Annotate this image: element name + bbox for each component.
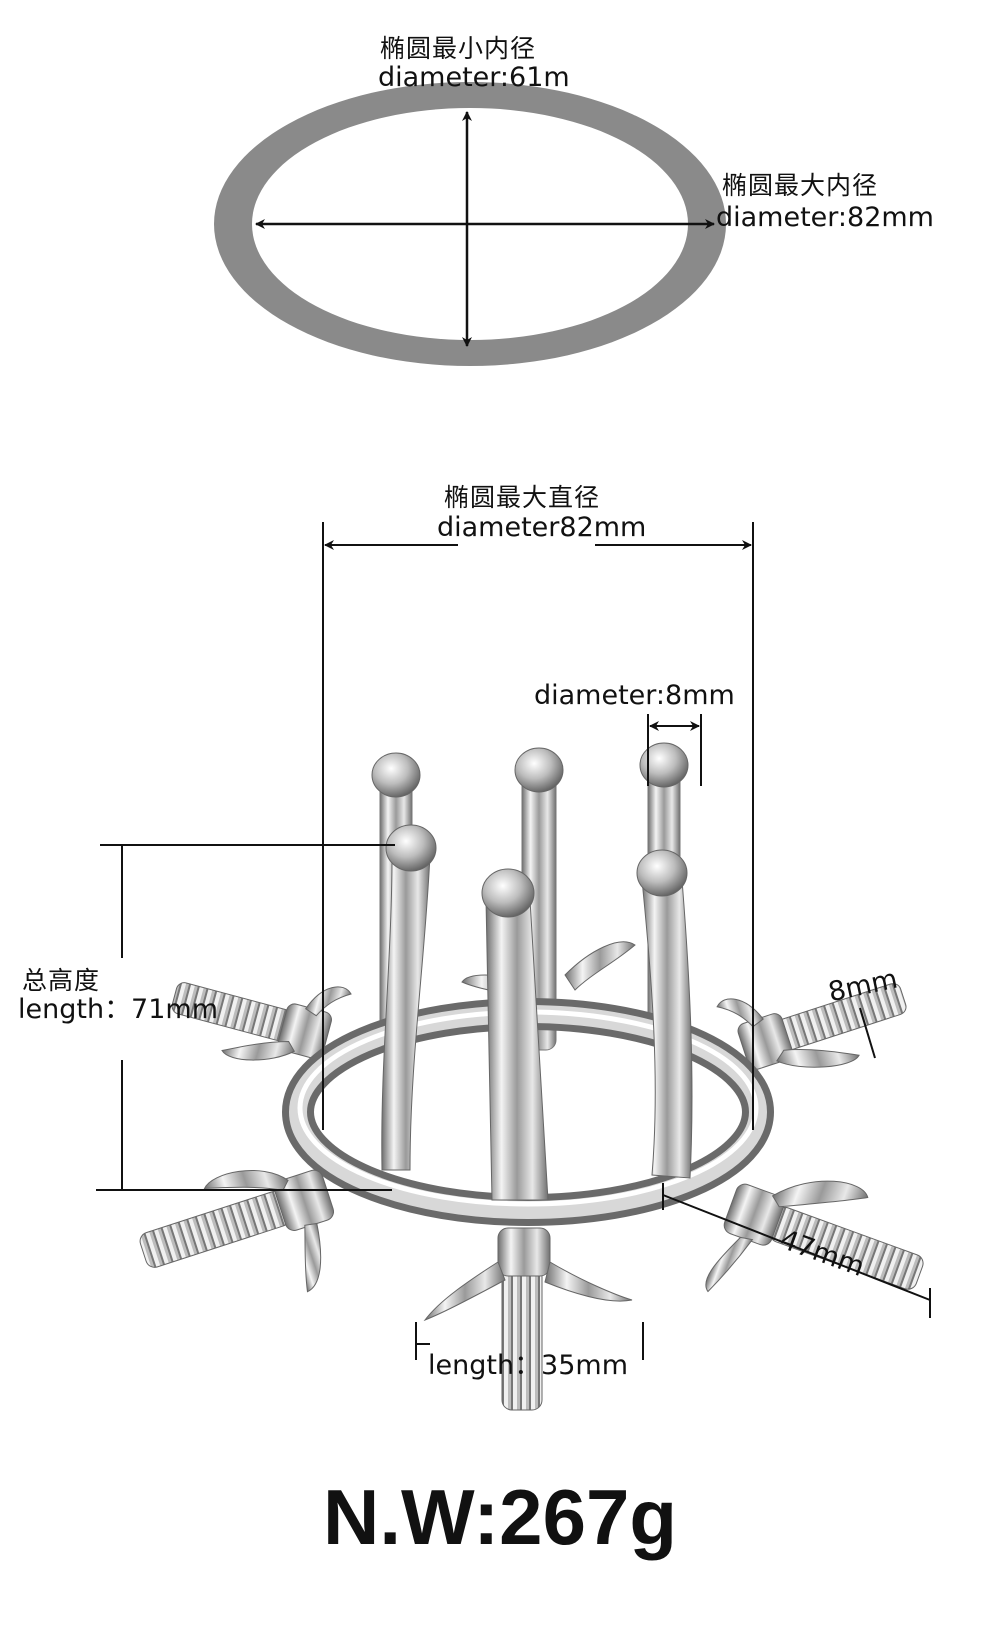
oval-min-label-cn: 椭圆最小内径 — [380, 34, 537, 63]
pin-front-left — [381, 824, 437, 1171]
net-weight: N.W:267g — [323, 1473, 677, 1561]
screw-front-left — [139, 1169, 335, 1293]
screw-front-right — [705, 1180, 924, 1293]
outer-diameter-label-cn: 椭圆最大直径 — [444, 483, 601, 512]
oval-max-label-en: diameter:82mm — [716, 202, 934, 233]
pin-front-right — [636, 849, 693, 1179]
oval-max-label-cn: 椭圆最大内径 — [722, 171, 879, 200]
oval-min-label-en: diameter:61m — [378, 62, 570, 93]
height-label-en: length：71mm — [18, 994, 219, 1025]
screw-back-right — [716, 983, 907, 1070]
dim-screw-diameter — [859, 1007, 876, 1059]
dim-screw-length — [415, 1322, 644, 1360]
screw-length-label: length：35mm — [428, 1350, 629, 1381]
height-label-cn: 总高度 — [22, 966, 101, 995]
dim-pin-diameter — [647, 714, 702, 786]
speculum-device — [139, 742, 924, 1411]
dim-outer-diameter — [322, 522, 754, 1130]
pin-front-center — [481, 868, 549, 1201]
dim-spread — [662, 1183, 931, 1318]
pin-diameter-label: diameter:8mm — [534, 680, 735, 711]
dim-height — [96, 844, 395, 1191]
outer-diameter-label-en: diameter82mm — [437, 512, 647, 543]
screw-front-center — [423, 1227, 633, 1411]
